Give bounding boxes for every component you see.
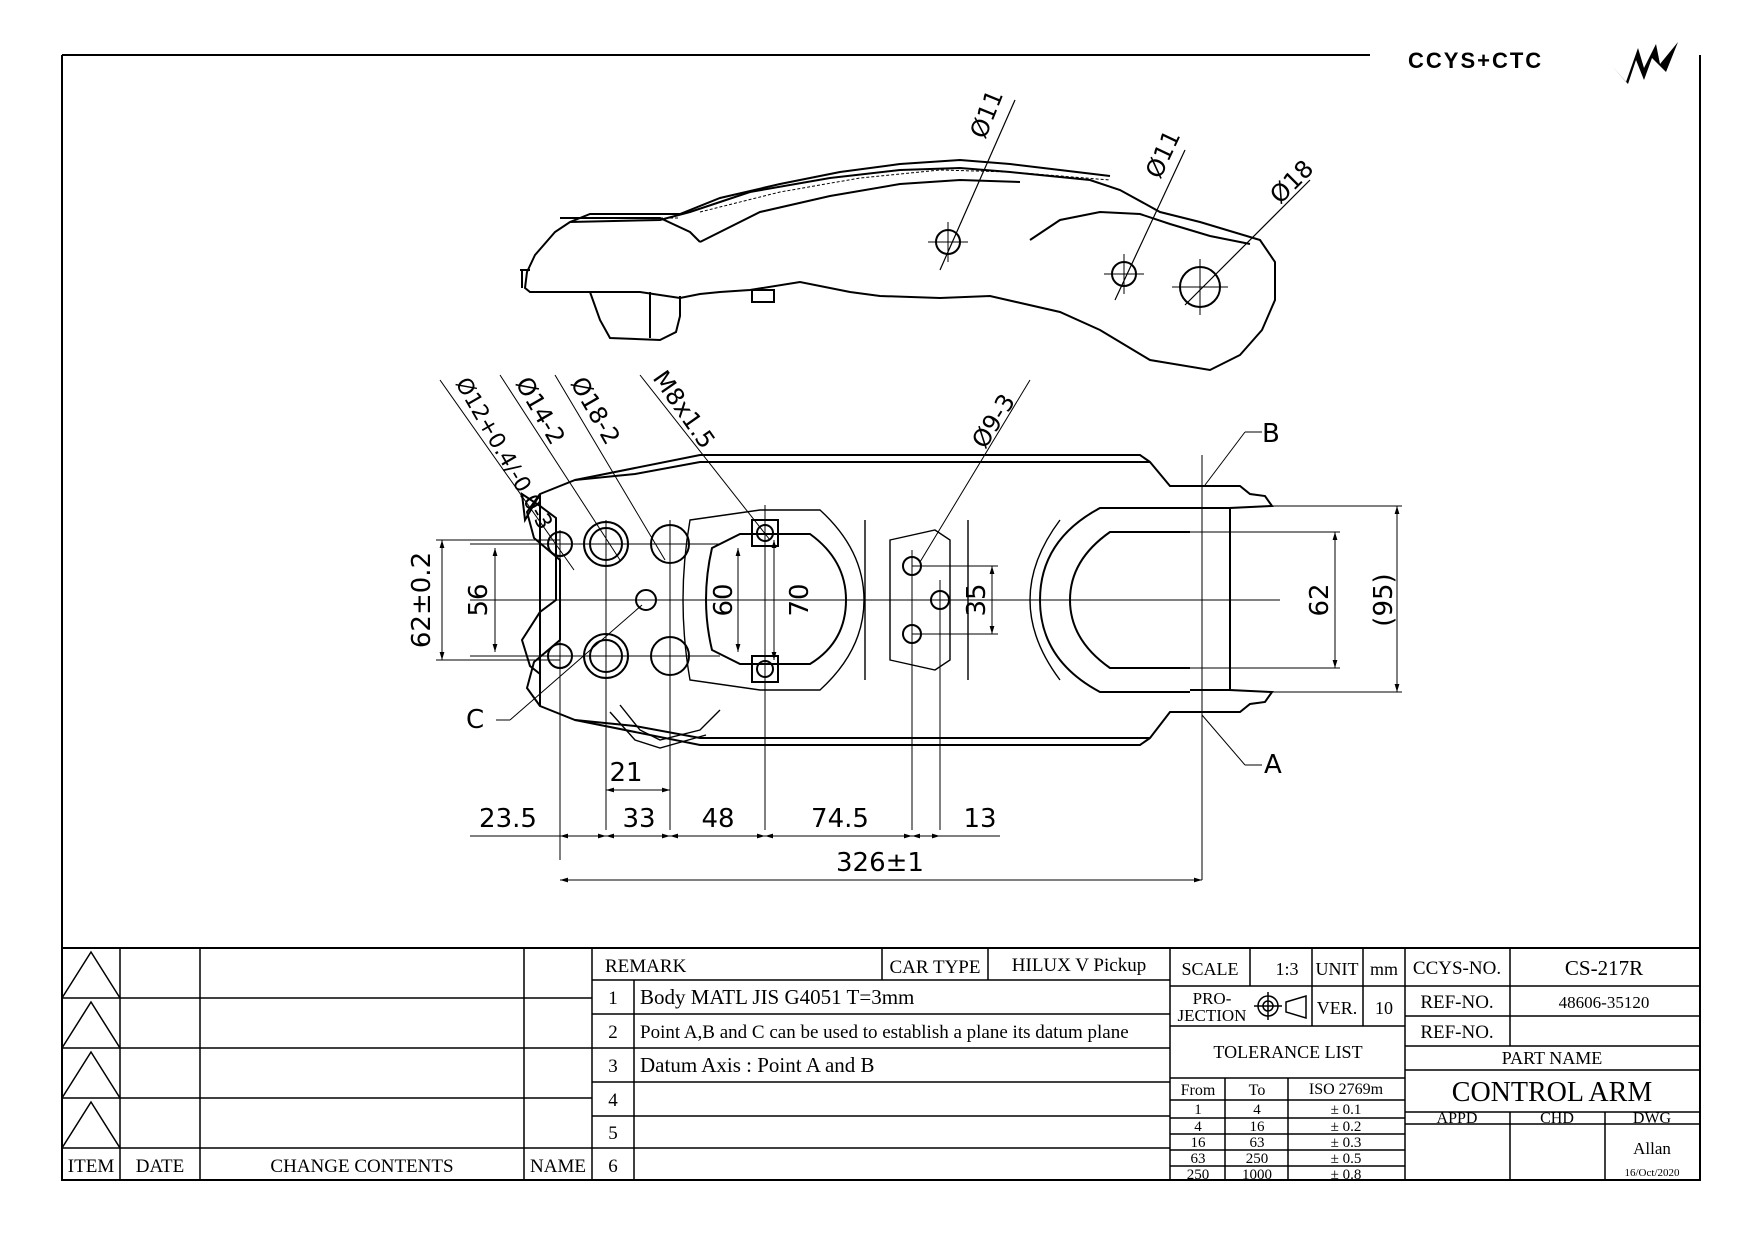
tol-val-1: ± 0.1 — [1331, 1102, 1362, 1118]
rev-header-change: CHANGE CONTENTS — [270, 1156, 453, 1177]
tol-to-4: 250 — [1246, 1151, 1269, 1167]
point-c-label: C — [466, 705, 484, 735]
remark-no-1: 1 — [608, 988, 618, 1009]
dim-70: 70 — [785, 583, 815, 616]
tol-val-4: ± 0.5 — [1331, 1151, 1362, 1167]
side-hole-label-3: Ø18 — [1264, 154, 1319, 209]
dim-33: 33 — [622, 804, 655, 834]
remark-no-6: 6 — [608, 1156, 618, 1177]
title-block-grid — [61, 947, 1701, 1181]
dim-62: 62 — [1305, 583, 1335, 616]
dim-326: 326±1 — [836, 848, 924, 878]
ref-no-label-2: REF-NO. — [1420, 1022, 1493, 1043]
tol-to-3: 63 — [1250, 1135, 1265, 1151]
side-view-weld-seam — [575, 169, 1111, 219]
projection-label-2: JECTION — [1178, 1006, 1247, 1025]
side-hole-label-1: Ø11 — [965, 86, 1009, 142]
tol-from-3: 16 — [1191, 1135, 1207, 1151]
drawing-date: 16/Oct/2020 — [1625, 1167, 1680, 1179]
tol-val-3: ± 0.3 — [1331, 1135, 1362, 1151]
logo-emblem-icon — [1612, 42, 1678, 84]
tolerance-header-from: From — [1181, 1082, 1216, 1099]
ver-value: 10 — [1375, 998, 1393, 1018]
tolerance-header-to: To — [1249, 1082, 1266, 1099]
dim-62-tol: 62±0.2 — [407, 552, 437, 648]
tol-from-1: 1 — [1194, 1102, 1202, 1118]
rev-header-name: NAME — [530, 1156, 586, 1177]
remark-no-2: 2 — [608, 1022, 618, 1043]
side-hole-label-2: Ø11 — [1140, 126, 1186, 183]
tol-val-2: ± 0.2 — [1331, 1119, 1362, 1135]
label-hole-18: Ø18-2 — [565, 372, 626, 450]
rev-header-date: DATE — [136, 1156, 185, 1177]
scale-value: 1:3 — [1275, 959, 1298, 979]
remark-no-4: 4 — [608, 1090, 618, 1111]
tol-to-1: 4 — [1253, 1102, 1261, 1118]
point-a-label: A — [1264, 750, 1282, 780]
ccys-no-value: CS-217R — [1565, 956, 1643, 980]
projection-label-1: PRO- — [1193, 989, 1232, 1008]
projection-symbol — [1254, 992, 1307, 1020]
dim-21: 21 — [609, 758, 642, 788]
logo-text: CCYS+CTC — [1408, 48, 1544, 73]
ver-label: VER. — [1317, 998, 1358, 1018]
appd-label: APPD — [1437, 1110, 1478, 1127]
label-thread-m8: M8x1.5 — [647, 365, 721, 453]
point-b-label: B — [1262, 419, 1280, 449]
tol-from-4: 63 — [1191, 1151, 1206, 1167]
part-name-value: CONTROL ARM — [1452, 1077, 1653, 1108]
remark-header: REMARK — [605, 956, 687, 977]
horizontal-dimensions — [470, 770, 1202, 883]
dim-95: (95) — [1369, 573, 1399, 626]
tol-from-5: 250 — [1187, 1167, 1210, 1183]
tol-from-2: 4 — [1194, 1119, 1202, 1135]
remark-no-3: 3 — [608, 1056, 618, 1077]
dim-23-5: 23.5 — [479, 804, 537, 834]
rev-header-item: ITEM — [68, 1156, 115, 1177]
tolerance-header-iso: ISO 2769m — [1309, 1081, 1384, 1098]
tol-to-5: 1000 — [1242, 1167, 1272, 1183]
scale-label: SCALE — [1181, 959, 1238, 979]
tol-to-2: 16 — [1250, 1119, 1266, 1135]
tolerance-title: TOLERANCE LIST — [1213, 1042, 1362, 1062]
dim-35: 35 — [962, 583, 992, 616]
dim-60: 60 — [709, 583, 739, 616]
part-name-label: PART NAME — [1502, 1048, 1602, 1068]
side-view — [520, 158, 1276, 372]
tol-val-5: ± 0.8 — [1331, 1167, 1362, 1183]
dwg-label: DWG — [1633, 1110, 1672, 1127]
ref-no-value-1: 48606-35120 — [1559, 993, 1650, 1012]
dim-74-5: 74.5 — [811, 804, 869, 834]
side-view-leaders — [939, 99, 1311, 306]
chd-label: CHD — [1540, 1110, 1574, 1127]
remark-no-5: 5 — [608, 1123, 618, 1144]
car-type-label: CAR TYPE — [890, 957, 981, 978]
car-type-value: HILUX V Pickup — [1012, 955, 1146, 976]
remark-text-2: Point A,B and C can be used to establish… — [640, 1022, 1129, 1043]
top-view — [520, 454, 1274, 749]
remark-text-1: Body MATL JIS G4051 T=3mm — [640, 985, 914, 1009]
dim-48: 48 — [701, 804, 734, 834]
unit-value: mm — [1370, 959, 1398, 979]
company-logo: CCYS+CTC — [1408, 38, 1698, 98]
drawn-by: Allan — [1633, 1139, 1671, 1158]
unit-label: UNIT — [1316, 959, 1359, 979]
dim-56: 56 — [464, 583, 494, 616]
dim-13: 13 — [963, 804, 996, 834]
remark-text-3: Datum Axis : Point A and B — [640, 1053, 875, 1077]
ccys-no-label: CCYS-NO. — [1413, 958, 1501, 979]
label-hole-9: Ø9-3 — [966, 389, 1021, 453]
ref-no-label-1: REF-NO. — [1420, 992, 1493, 1013]
vertical-dimensions — [436, 505, 1402, 693]
label-hole-14: Ø14-2 — [510, 372, 571, 450]
